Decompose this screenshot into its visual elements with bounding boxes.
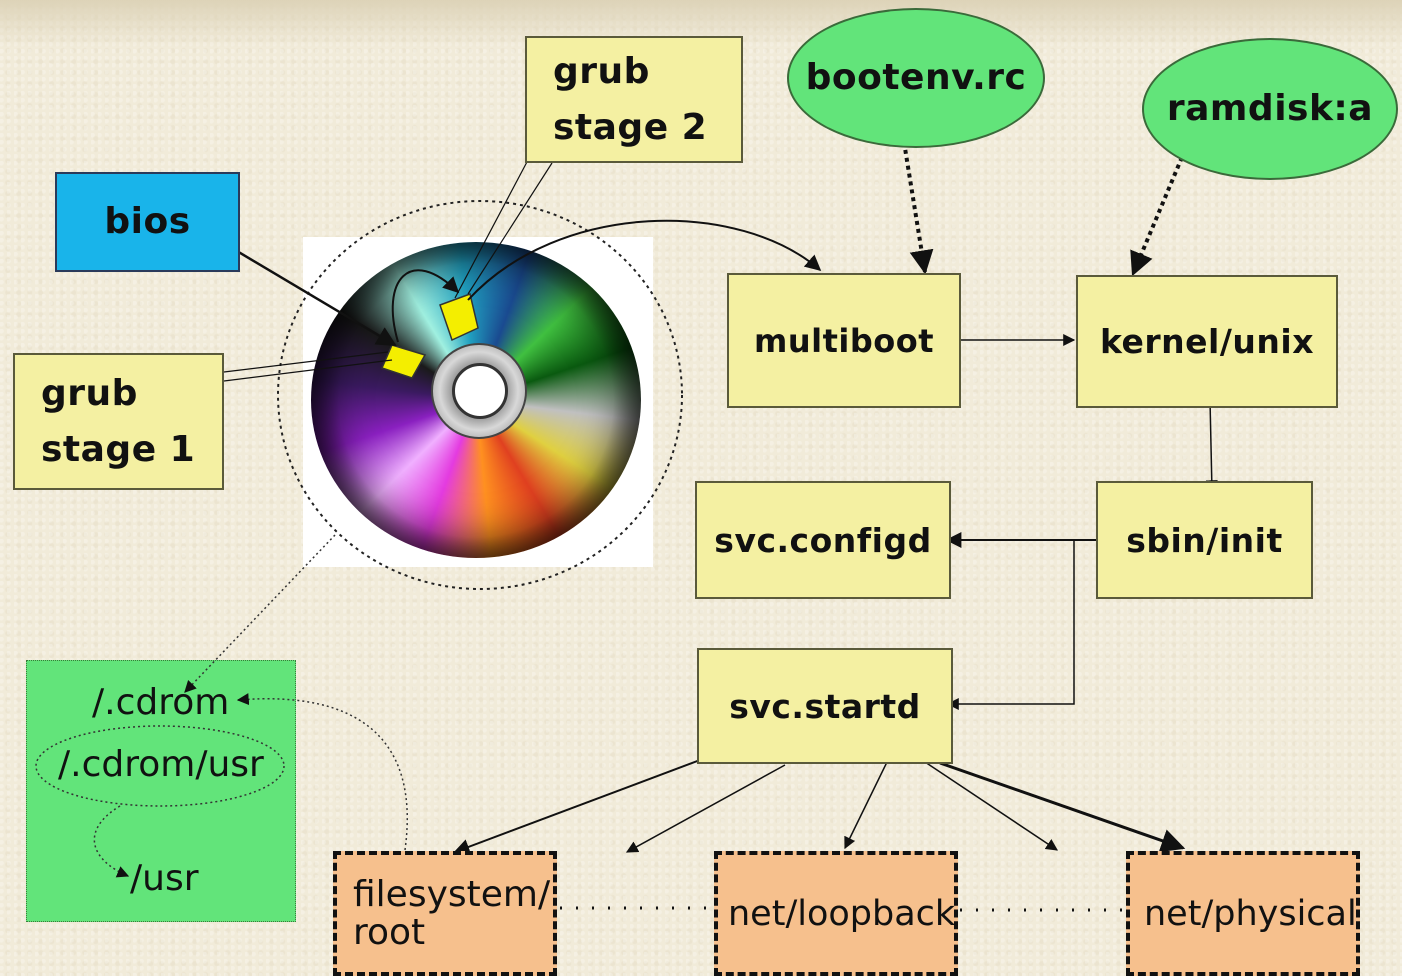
fs-root-line1: filesystem/ [353, 873, 551, 915]
svc-configd-node: svc.configd [695, 481, 951, 599]
ramdisk-label: ramdisk:a [1166, 88, 1374, 129]
fs-root-line2: root [353, 911, 426, 953]
filesystem-root-node: filesystem/ root [333, 851, 557, 976]
grub-stage1-node: grub stage 1 [13, 353, 224, 490]
bootenv-node: bootenv.rc [787, 8, 1045, 148]
ramdisk-to-kernel-arrow [1130, 149, 1187, 277]
grub-stage1-line1: grub [41, 372, 138, 414]
grub-stage2-node: grub stage 2 [525, 36, 743, 163]
multiboot-label: multiboot [753, 321, 935, 360]
stage1-sector-marker [380, 344, 427, 379]
bootenv-to-multiboot-arrow [902, 141, 934, 275]
filesystem-mount-area [26, 660, 296, 922]
multiboot-node: multiboot [727, 273, 961, 408]
cd-center-hole [452, 363, 508, 419]
stage1-to-stage2-arrow [391, 269, 460, 343]
net-physical-node: net/physical [1126, 851, 1360, 976]
ramdisk-node: ramdisk:a [1142, 38, 1398, 180]
net-physical-label: net/physical [1144, 893, 1357, 934]
bios-label: bios [104, 201, 191, 242]
net-loopback-label: net/loopback [728, 893, 956, 934]
cdrom-usr-label: /.cdrom/usr [58, 744, 264, 785]
grub-stage2-line2: stage 2 [553, 106, 708, 148]
cd-dotted-ring [277, 200, 683, 590]
net-loopback-node: net/loopback [714, 851, 958, 976]
bootenv-label: bootenv.rc [805, 57, 1027, 98]
svc-startd-node: svc.startd [697, 648, 953, 764]
init-to-startd-arrow [946, 540, 1075, 710]
svc-startd-label: svc.startd [729, 686, 921, 726]
cd-to-cdrom-arrow [184, 534, 336, 693]
bios-node: bios [55, 172, 240, 272]
grub-stage2-line1: grub [553, 50, 650, 92]
kernel-label: kernel/unix [1099, 322, 1315, 361]
stage2-to-multiboot-arrow [467, 219, 822, 301]
stage2-sector-marker [439, 293, 479, 342]
sbin-init-label: sbin/init [1126, 520, 1283, 560]
usr-label: /usr [130, 858, 199, 899]
cdrom-label: /.cdrom [92, 682, 230, 723]
svc-configd-label: svc.configd [714, 520, 932, 560]
cdrom-usr-dotted-ring [35, 725, 285, 807]
bios-to-stage1-arrow [214, 236, 397, 347]
kernel-node: kernel/unix [1076, 275, 1338, 408]
kernel-to-init-arrow [1205, 399, 1218, 493]
grub-stage1-line2: stage 1 [41, 428, 196, 470]
sbin-init-node: sbin/init [1096, 481, 1313, 599]
